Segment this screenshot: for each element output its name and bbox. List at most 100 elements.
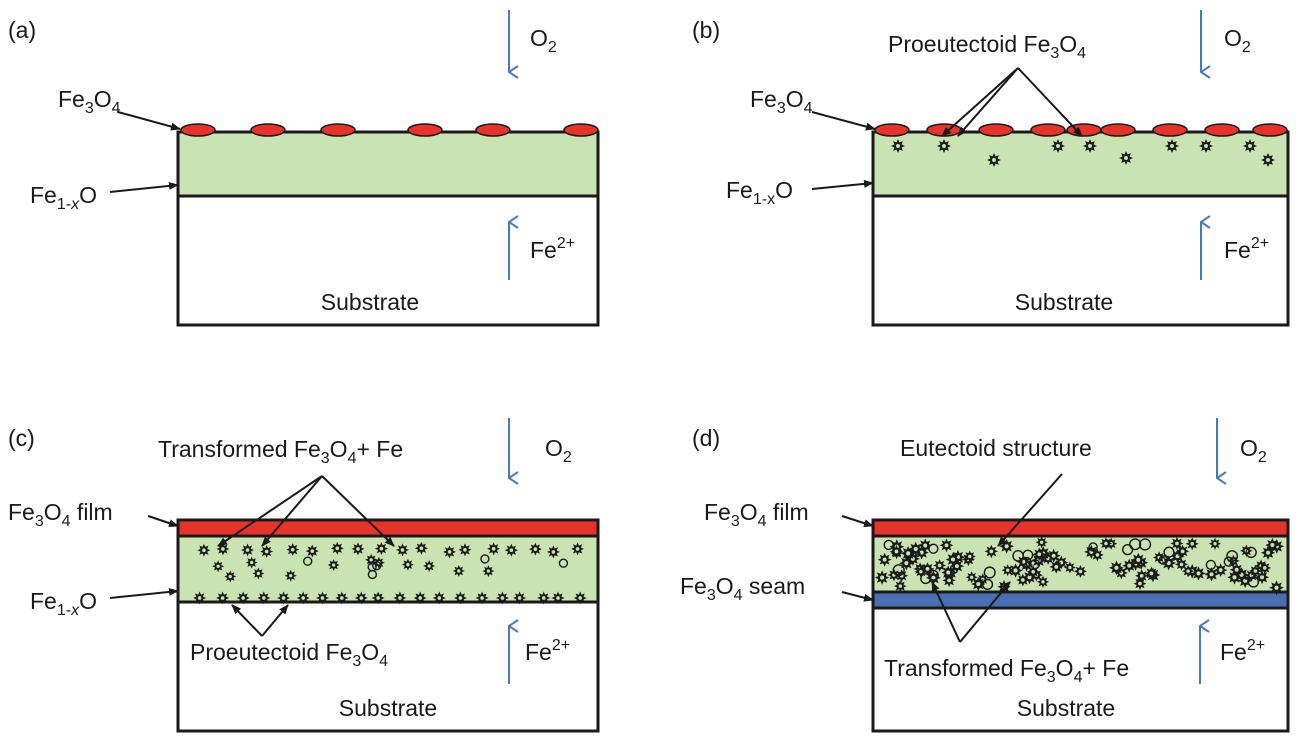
panel-label: (a) (8, 17, 36, 43)
fe3o4-particle (1269, 580, 1284, 596)
eutectoid-label: Eutectoid structure (900, 435, 1092, 461)
fe3o4-particle (305, 544, 319, 558)
transformed-particles (193, 541, 587, 605)
fe3o4-particle (551, 591, 565, 605)
fe3o4-particle (296, 591, 310, 605)
fe-particle (1122, 544, 1134, 556)
fe3o4-particle (374, 542, 388, 556)
fe3o4-particle (891, 139, 905, 153)
fe3o4-particle (1185, 537, 1199, 551)
fe3o4-particle (432, 591, 446, 605)
fe-particle (1029, 558, 1041, 570)
fe1xo-layer (176, 534, 600, 604)
fe3o4-particle (354, 591, 368, 605)
fe3o4-particle (1213, 563, 1228, 577)
substrate-label: Substrate (339, 695, 437, 721)
fe3o4-particle (900, 545, 916, 561)
substrate-layer (176, 600, 600, 733)
fe2-label: Fe2+ (525, 637, 570, 665)
fe3o4-nucleus (1252, 123, 1288, 137)
fe3o4-particle (452, 564, 465, 577)
fe3o4-particle (1191, 566, 1206, 581)
fe3o4-particle (965, 571, 978, 584)
fe-particle (892, 564, 905, 577)
eutectoid-particles (874, 536, 1285, 596)
fe-particle (1226, 550, 1239, 563)
fe-particle (480, 554, 490, 564)
fe-particle (1129, 538, 1142, 551)
fe3o4-particle (453, 591, 467, 605)
fe3o4-seam-label: Fe3O4 seam (680, 573, 805, 604)
fe3o4-particle (401, 558, 414, 571)
fe3o4-particle (1122, 558, 1137, 573)
fe-particle (1163, 546, 1175, 558)
fe3o4-particle (1119, 151, 1133, 165)
fe-particle (1088, 542, 1098, 552)
fe3o4-particle (1131, 552, 1146, 568)
fe3o4-particle (987, 153, 1001, 167)
fe3o4-particle (197, 543, 211, 557)
fe3o4-particle (413, 591, 427, 605)
fe3o4-particle (482, 565, 495, 578)
fe3o4-particle (216, 542, 230, 556)
o2-label: O2 (1224, 25, 1251, 56)
fe-particle (303, 556, 313, 566)
fe3o4-particle (212, 560, 225, 573)
fe-particle (1158, 555, 1169, 565)
panel-label: (b) (692, 17, 720, 43)
fe3o4-particle (396, 543, 409, 557)
fe3o4-particle (351, 542, 365, 556)
fe3o4-particle (504, 543, 518, 557)
fe3o4-particle (1099, 537, 1113, 550)
fe3o4-seam (871, 590, 1290, 610)
substrate-label: Substrate (1017, 695, 1115, 721)
fe3o4-particle (495, 591, 509, 605)
fe3o4-particle (984, 544, 999, 559)
fe1xo-label: Fe1-xO (30, 588, 97, 619)
o2-label: O2 (1240, 435, 1267, 466)
fe-particle (981, 578, 994, 591)
fe3o4-particle (260, 545, 274, 558)
fe3o4-particle (1176, 544, 1190, 558)
fe3o4-particle (1229, 562, 1244, 577)
fe-particle (1245, 546, 1257, 559)
fe3o4-particle (1073, 564, 1087, 578)
fe-particle (558, 558, 569, 568)
fe3o4-particle (941, 565, 956, 580)
fe3o4-particle (423, 560, 436, 572)
fe3o4-particle (236, 591, 250, 605)
fe3o4-particle (241, 543, 254, 557)
fe3o4-nucleus (1152, 123, 1188, 137)
fe1xo-layer (176, 130, 600, 198)
fe3o4-nucleus (874, 123, 910, 137)
fe3o4-particle (245, 556, 258, 569)
fe-particle (920, 573, 932, 585)
proeutectoid-label: Proeutectoid Fe3O4 (888, 31, 1086, 62)
panel-b: (b) O2 Fe2+ Substrate Fe3O4 Fe1-xO Proeu… (692, 10, 1290, 327)
fe3o4-particle (1008, 563, 1023, 578)
fe3o4-particle (963, 550, 976, 563)
transformed-pointers (217, 475, 395, 547)
fe3o4-nuclei (180, 123, 599, 137)
fe3o4-particle (877, 552, 892, 567)
fe-particle (928, 543, 939, 554)
panel-d: (d) O2 Fe2+ Substrate Fe3O4 film Fe3O4 s… (680, 418, 1290, 733)
fe3o4-particle (1170, 536, 1184, 550)
fe3o4-particle (1258, 561, 1272, 575)
fe3o4-particle (937, 139, 951, 153)
fe3o4-particle (939, 538, 954, 553)
fe2-label: Fe2+ (530, 235, 575, 263)
fe-particle (983, 566, 996, 579)
fe3o4-particle (443, 545, 456, 559)
fe3o4-particle (286, 543, 300, 557)
fe3o4-film-label: Fe3O4 film (704, 499, 809, 530)
film-pointer (147, 515, 179, 527)
fe3o4-particle (1144, 566, 1159, 581)
proeutectoid-pointers (941, 67, 1083, 137)
fe3o4-particle (316, 591, 329, 605)
fe2-label: Fe2+ (1224, 235, 1269, 263)
fe3o4-particle (284, 569, 297, 582)
fe3o4-particle (1001, 564, 1014, 577)
fe3o4-particle (571, 542, 585, 556)
